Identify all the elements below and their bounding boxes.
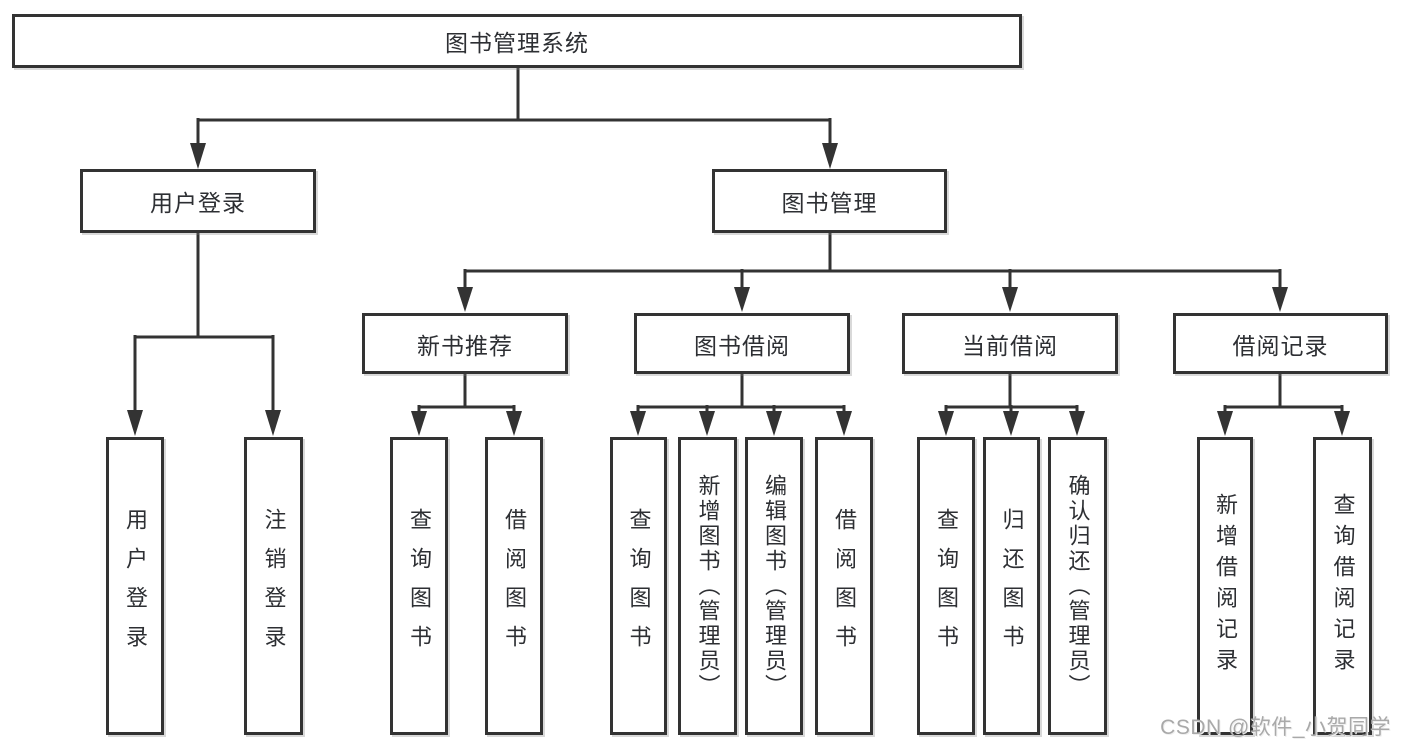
node-current-borrow: 当前借阅 xyxy=(902,313,1118,374)
node-book-management: 图书管理 xyxy=(712,169,947,233)
leaf-edit-books-admin: 编辑图书（管理员） xyxy=(745,437,803,735)
leaf-query-books-recommend-label: 查询图书 xyxy=(407,508,432,664)
node-book-management-label: 图书管理 xyxy=(781,190,878,216)
leaf-add-borrow-record: 新增借阅记录 xyxy=(1197,437,1253,735)
node-root-system: 图书管理系统 xyxy=(12,14,1022,68)
leaf-confirm-return-admin: 确认归还（管理员） xyxy=(1048,437,1107,735)
leaf-borrow-books-recommend-label: 借阅图书 xyxy=(502,508,527,664)
leaf-query-books-recommend: 查询图书 xyxy=(390,437,448,735)
node-book-borrow-label: 图书借阅 xyxy=(694,332,790,359)
leaf-add-borrow-record-label: 新增借阅记录 xyxy=(1213,493,1238,679)
node-new-book-recommend: 新书推荐 xyxy=(362,313,568,374)
leaf-edit-books-admin-label: 编辑图书（管理员） xyxy=(762,473,787,699)
node-borrow-records-label: 借阅记录 xyxy=(1232,332,1329,359)
leaf-borrow-books-recommend: 借阅图书 xyxy=(485,437,543,735)
leaf-query-borrow-record: 查询借阅记录 xyxy=(1313,437,1372,735)
node-user-login: 用户登录 xyxy=(80,169,316,233)
leaf-borrow-books: 借阅图书 xyxy=(815,437,873,735)
leaf-query-books-current-label: 查询图书 xyxy=(934,508,959,664)
leaf-logout: 注销登录 xyxy=(244,437,303,735)
leaf-logout-label: 注销登录 xyxy=(261,508,287,664)
csdn-watermark: CSDN @软件_小贺同学 xyxy=(1160,716,1391,739)
leaf-query-books-borrow: 查询图书 xyxy=(610,437,667,735)
leaf-query-books-borrow-label: 查询图书 xyxy=(626,508,652,664)
node-current-borrow-label: 当前借阅 xyxy=(962,332,1058,359)
node-root-label: 图书管理系统 xyxy=(445,30,589,56)
leaf-confirm-return-admin-label: 确认归还（管理员） xyxy=(1065,473,1091,699)
node-borrow-records: 借阅记录 xyxy=(1173,313,1388,374)
leaf-return-books: 归还图书 xyxy=(983,437,1040,735)
leaf-return-books-label: 归还图书 xyxy=(999,508,1025,664)
leaf-add-books-admin-label: 新增图书（管理员） xyxy=(695,473,721,699)
node-book-borrow: 图书借阅 xyxy=(634,313,850,374)
leaf-query-books-current: 查询图书 xyxy=(917,437,975,735)
leaf-borrow-books-label: 借阅图书 xyxy=(832,508,857,664)
leaf-user-login: 用户登录 xyxy=(106,437,164,735)
node-user-login-label: 用户登录 xyxy=(150,190,246,216)
leaf-query-borrow-record-label: 查询借阅记录 xyxy=(1330,493,1356,679)
node-new-book-recommend-label: 新书推荐 xyxy=(417,332,513,359)
leaf-user-login-label: 用户登录 xyxy=(123,508,148,664)
leaf-add-books-admin: 新增图书（管理员） xyxy=(678,437,737,735)
